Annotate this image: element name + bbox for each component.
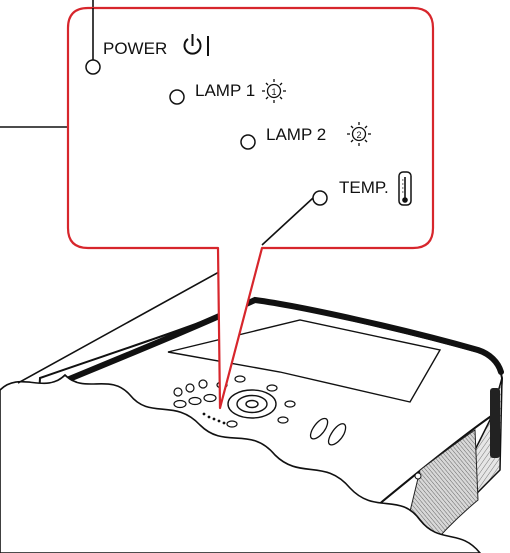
indicator-temp: TEMP.	[312, 171, 412, 206]
lamp-2-icon-number: 2	[356, 130, 361, 140]
control-button	[173, 387, 183, 397]
control-panel	[173, 375, 347, 446]
indicator-lamp-1-label: LAMP 1	[195, 81, 255, 100]
control-button	[226, 420, 238, 428]
lamp-1-icon: 1	[262, 79, 286, 103]
indicator-lamp-1: LAMP 1 1	[169, 79, 286, 105]
control-button	[173, 399, 187, 409]
callout-balloon	[66, 6, 435, 410]
indicator-lamp-1-led	[169, 89, 185, 105]
control-button	[284, 400, 296, 408]
cutaway-edge	[0, 373, 482, 553]
power-icon	[183, 34, 202, 55]
control-button	[203, 393, 217, 403]
control-button	[266, 384, 278, 392]
indicator-power-label: POWER	[103, 39, 167, 58]
indicator-temp-led	[312, 190, 328, 206]
indicator-leds	[202, 412, 226, 425]
indicator-lamp-2: LAMP 2 2	[240, 122, 371, 150]
indicator-lamp-2-led	[240, 134, 256, 150]
control-button	[277, 416, 289, 424]
projector-foot-screw	[414, 472, 422, 480]
indicator-temp-label: TEMP.	[339, 178, 389, 197]
leader-line-temp-inner	[261, 197, 314, 246]
indicator-lamp-2-label: LAMP 2	[266, 125, 326, 144]
projector-corner-edge	[490, 388, 500, 458]
projector-top-rim	[35, 296, 504, 395]
enter-button	[245, 399, 259, 409]
lamp-1-icon-number: 1	[271, 87, 276, 97]
lamp-2-icon: 2	[347, 122, 371, 146]
control-button	[188, 396, 202, 406]
speaker-slots	[309, 417, 347, 446]
control-button	[234, 375, 246, 383]
control-button	[198, 379, 208, 389]
thermometer-icon	[398, 171, 412, 206]
indicator-power: POWER	[85, 34, 209, 75]
indicator-power-led	[85, 59, 101, 75]
control-button	[185, 383, 195, 393]
